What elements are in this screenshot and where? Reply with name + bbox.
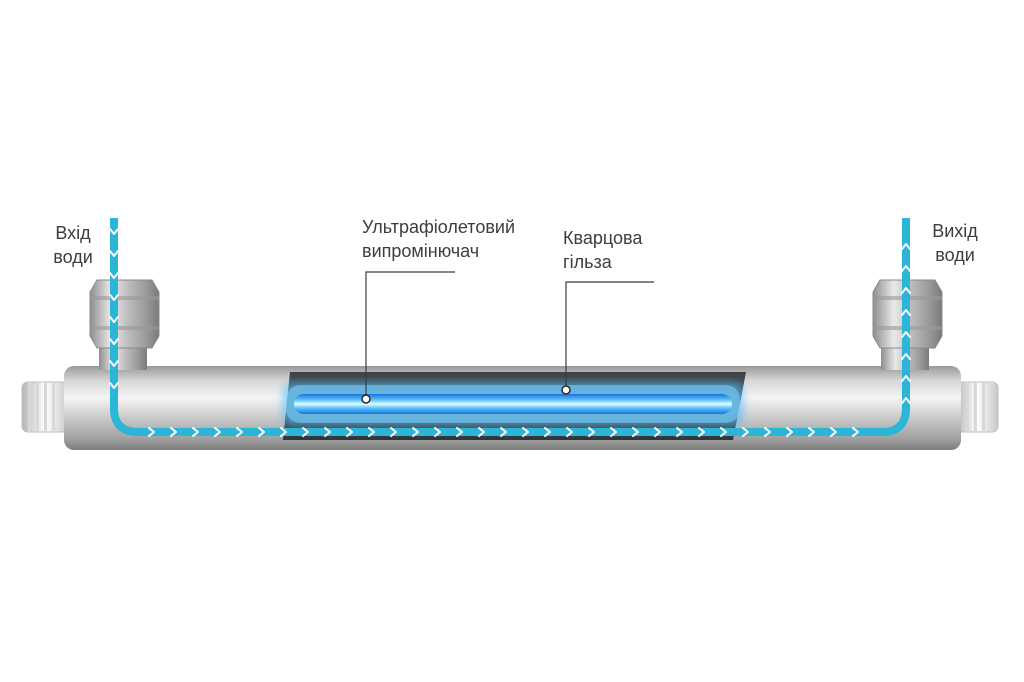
inlet-port <box>89 279 160 370</box>
flow-arrow-icon <box>588 427 595 437</box>
uv-lamp <box>294 394 732 414</box>
left-end-cap <box>21 381 69 433</box>
quartz-sleeve-label: Кварцова гільза <box>563 226 642 274</box>
right-end-cap <box>955 381 999 433</box>
flow-arrow-icon <box>901 353 911 360</box>
flow-arrow-icon <box>412 427 419 437</box>
flow-arrow-icon <box>109 294 119 301</box>
leader-dot-icon <box>361 394 371 404</box>
flow-arrow-icon <box>566 427 573 437</box>
flow-arrow-icon <box>280 427 287 437</box>
flow-arrow-icon <box>236 427 243 437</box>
flow-arrow-icon <box>901 331 911 338</box>
flow-arrow-icon <box>808 427 815 437</box>
quartz-sleeve-label-line1: Кварцова <box>563 228 643 248</box>
water-flow-path <box>110 218 910 436</box>
quartz-sleeve-label-line2: гільза <box>563 252 612 272</box>
inlet-label-line2: води <box>53 247 93 267</box>
flow-arrow-icon <box>192 427 199 437</box>
quartz-sleeve-leader <box>561 281 654 395</box>
flow-arrow-icon <box>302 427 309 437</box>
flow-arrow-icon <box>109 228 119 235</box>
flow-arrow-icon <box>698 427 705 437</box>
flow-arrow-icon <box>676 427 683 437</box>
flow-arrow-icon <box>109 382 119 389</box>
inlet-label: Вхід води <box>40 221 106 269</box>
flow-arrow-icon <box>368 427 375 437</box>
leader-dot-icon <box>561 385 571 395</box>
uv-lamp-label-line1: Ультрафіолетовий <box>362 217 516 237</box>
flow-arrow-icon <box>148 427 155 437</box>
flow-arrow-icon <box>786 427 793 437</box>
flow-arrow-icon <box>742 427 749 437</box>
outlet-label-line2: води <box>935 245 975 265</box>
flow-arrow-icon <box>830 427 837 437</box>
flow-arrow-icon <box>258 427 265 437</box>
flow-arrow-icon <box>170 427 177 437</box>
cutaway-window <box>282 372 746 440</box>
outlet-label: Вихід води <box>922 219 988 267</box>
flow-arrow-icon <box>852 427 859 437</box>
uv-lamp-label-line2: випромінючач <box>362 241 480 261</box>
flow-arrow-icon <box>109 338 119 345</box>
flow-arrow-icon <box>610 427 617 437</box>
flow-arrow-icon <box>109 360 119 367</box>
flow-arrow-icon <box>654 427 661 437</box>
flow-arrow-icon <box>478 427 485 437</box>
flow-arrow-icon <box>901 287 911 294</box>
flow-arrow-icon <box>434 427 441 437</box>
flow-arrow-icon <box>324 427 331 437</box>
flow-arrow-icon <box>500 427 507 437</box>
flow-arrow-icon <box>522 427 529 437</box>
flow-arrows <box>109 228 911 437</box>
inlet-label-line1: Вхід <box>55 223 91 243</box>
flow-arrow-icon <box>109 316 119 323</box>
flow-arrow-icon <box>901 375 911 382</box>
flow-arrow-icon <box>901 265 911 272</box>
flow-arrow-icon <box>632 427 639 437</box>
flow-arrow-icon <box>764 427 771 437</box>
outlet-label-line1: Вихід <box>932 221 978 241</box>
flow-arrow-icon <box>109 272 119 279</box>
flow-arrow-icon <box>109 250 119 257</box>
flow-arrow-icon <box>901 397 911 404</box>
uv-lamp-leader <box>361 271 455 404</box>
flow-arrow-icon <box>346 427 353 437</box>
flow-arrow-icon <box>544 427 551 437</box>
uv-lamp-label: Ультрафіолетовий випромінючач <box>362 215 515 263</box>
flow-arrow-icon <box>901 309 911 316</box>
flow-arrow-icon <box>390 427 397 437</box>
flow-arrow-icon <box>456 427 463 437</box>
flow-arrow-icon <box>901 243 911 250</box>
flow-arrow-icon <box>214 427 221 437</box>
flow-arrow-icon <box>720 427 727 437</box>
